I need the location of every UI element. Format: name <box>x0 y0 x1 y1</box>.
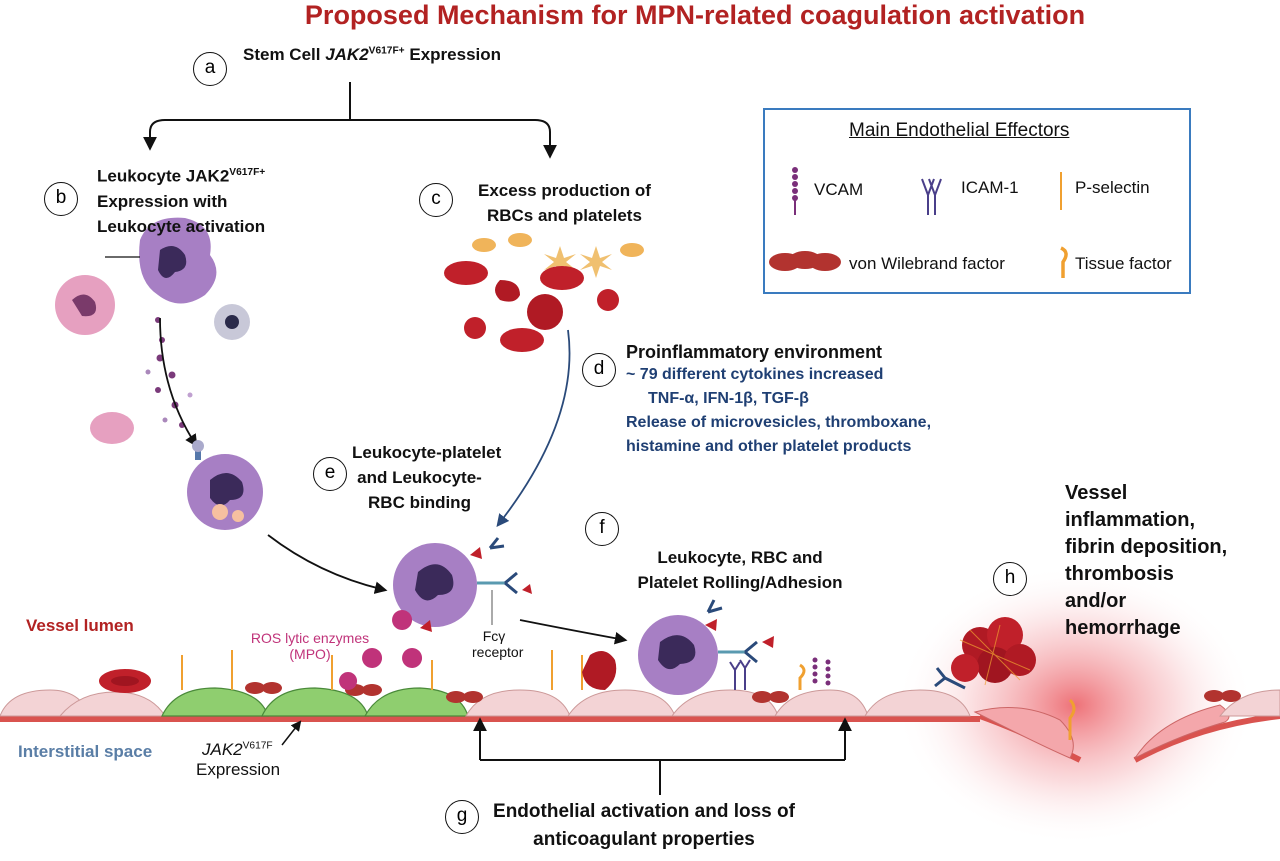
vwf-icon <box>769 251 841 271</box>
tissue-factor-icon <box>1060 246 1068 278</box>
rbc-platelet-cluster <box>444 233 644 352</box>
diagram-title: Proposed Mechanism for MPN-related coagu… <box>304 0 1086 30</box>
vcam-icon <box>792 167 798 215</box>
vessel-lumen-label: Vessel lumen <box>26 616 134 635</box>
step-e-badge: e <box>313 457 347 491</box>
vcam-markers <box>812 657 831 686</box>
step-c-label: Excess production of RBCs and platelets <box>478 181 651 225</box>
vwf-markers <box>245 682 1241 703</box>
leukocyte-migrating <box>187 440 263 530</box>
step-f-badge: f <box>585 512 619 546</box>
legend-p-selectin: P-selectin <box>1075 178 1150 197</box>
step-b-badge: b <box>44 182 78 216</box>
leukocyte-binding <box>393 537 532 632</box>
legend-icons <box>769 167 1068 278</box>
step-a-label: Stem Cell JAK2V617F+ Expression <box>243 45 502 64</box>
step-e-label: Leukocyte-platelet and Leukocyte- RBC bi… <box>352 443 502 512</box>
leukocyte-activated <box>105 217 217 304</box>
p-selectin-markers <box>181 650 583 690</box>
icam-vcam-markers <box>729 659 751 690</box>
endothelial-cells <box>0 687 1280 760</box>
rbc-rolling <box>582 651 617 690</box>
step-h-label: Vessel inflammation, fibrin deposition, … <box>1065 482 1228 639</box>
step-c-badge: c <box>419 183 453 217</box>
mpo-enzymes <box>339 610 423 690</box>
step-d-line1: ~ 79 different cytokines increased <box>626 366 884 383</box>
step-d-line4: histamine and other platelet products <box>626 438 912 455</box>
step-g-label: Endothelial activation and loss of antic… <box>493 801 795 850</box>
step-d-line3: Release of microvesicles, thromboxane, <box>626 414 932 431</box>
ros-label: ROS lytic enzymes (MPO) <box>250 630 370 662</box>
leukocyte-rolling <box>638 599 774 695</box>
thrombus <box>934 617 1036 690</box>
step-h-badge: h <box>993 562 1027 596</box>
legend-title: Main Endothelial Effectors <box>849 120 1070 141</box>
legend-box: Main Endothelial Effectors VCAM ICAM-1 P… <box>763 108 1191 294</box>
step-f-label: Leukocyte, RBC and Platelet Rolling/Adhe… <box>637 548 843 592</box>
step-b-label: Leukocyte JAK2V617F+ Expression with Leu… <box>97 166 266 236</box>
step-d-heading: Proinflammatory environment <box>626 342 883 362</box>
legend-vcam: VCAM <box>814 180 864 199</box>
neutrophil-small <box>90 412 134 444</box>
step-d-badge: d <box>582 353 616 387</box>
branch-arrow <box>165 82 535 121</box>
step-a-badge: a <box>193 52 227 86</box>
step-d-line2: TNF-α, IFN-1β, TGF-β <box>648 390 809 407</box>
basement-membrane <box>0 716 980 722</box>
legend-vwf: von Wilebrand factor <box>849 254 1005 273</box>
legend-icam: ICAM-1 <box>961 178 1019 197</box>
interstitial-space-label: Interstitial space <box>18 742 153 761</box>
icam-icon <box>921 178 942 215</box>
jak2-expression-label: JAK2V617F Expression <box>196 740 281 779</box>
fcy-receptor-label: Fcγ receptor <box>472 628 524 660</box>
legend-tissue-factor: Tissue factor <box>1075 254 1172 273</box>
step-g-badge: g <box>445 800 479 834</box>
bracket-arrow <box>480 759 845 795</box>
granule-dots <box>145 317 193 428</box>
